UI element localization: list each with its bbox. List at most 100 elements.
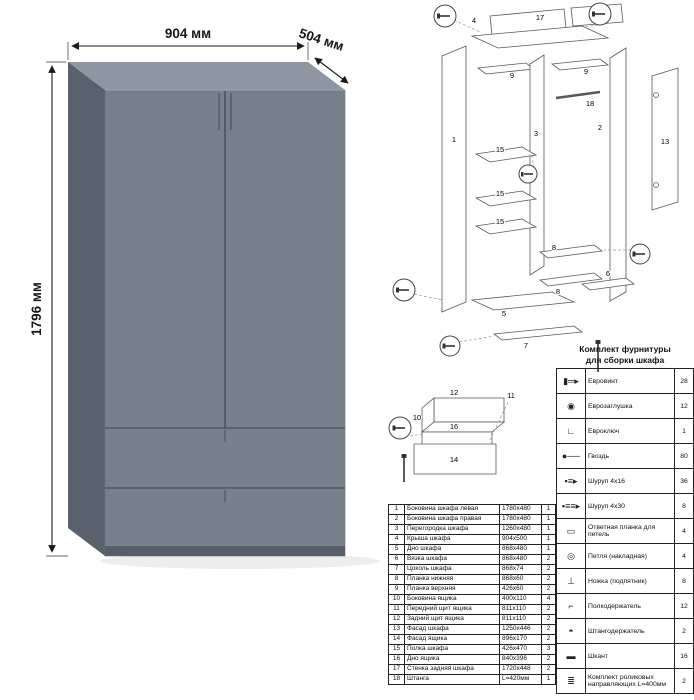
- part-name: Цоколь шкафа: [404, 564, 500, 575]
- part-name: Планка верхняя: [404, 584, 500, 595]
- hardware-row: ◉ Еврозаглушка 12: [556, 393, 694, 420]
- part-name: Боковина ящика: [404, 594, 500, 605]
- side-panel-right: [609, 47, 627, 302]
- drawer-back-panel: [433, 397, 505, 423]
- part-label: 15: [496, 145, 504, 154]
- part-name: Крыша шкафа: [404, 534, 500, 545]
- part-size: 868x480: [499, 554, 542, 565]
- hardware-row: ≣ Комплект роликовых направляющих L=400м…: [556, 668, 694, 695]
- hardware-item-icon: ▬: [556, 643, 586, 670]
- hardware-item-qty: 1: [674, 418, 694, 445]
- part-size: 904x500: [499, 534, 542, 545]
- wardrobe-3d-view: 904 мм 504 мм 1796 мм: [29, 25, 380, 569]
- hardware-row: ▪≡≡▸ Шуруп 4x30 8: [556, 493, 694, 520]
- hardware-row: ▬ Шкант 16: [556, 643, 694, 670]
- parts-row: 17 Стенка задняя шкафа 1720x448 2: [388, 664, 556, 675]
- hardware-item-name: Ножка (подпятник): [585, 568, 675, 595]
- side-panel-left: [441, 45, 467, 313]
- hardware-item-qty: 16: [674, 643, 694, 670]
- top-panel: [470, 25, 610, 49]
- part-qty: 2: [541, 634, 556, 645]
- hardware-item-name: Петля (накладная): [585, 543, 675, 570]
- part-name: Дно шкафа: [404, 544, 500, 555]
- part-qty: 2: [541, 604, 556, 615]
- parts-row: 16 Дно ящика 840x396 2: [388, 654, 556, 665]
- part-number: 2: [388, 514, 405, 525]
- part-name: Задний щит ящика: [404, 614, 500, 625]
- part-label: 8: [552, 243, 556, 252]
- drawer-rail-top: [538, 244, 604, 259]
- hardware-item-icon: ▭: [556, 518, 586, 545]
- part-label: 8: [556, 287, 560, 296]
- hardware-item-qty: 28: [674, 368, 694, 395]
- shelf-3: [474, 218, 538, 235]
- parts-row: 3 Перегородка шкафа 1260x480 1: [388, 524, 556, 535]
- hardware-item-qty: 8: [674, 493, 694, 520]
- part-size: 1250x446: [499, 624, 542, 635]
- part-name: Перегородка шкафа: [404, 524, 500, 535]
- part-qty: 4: [541, 594, 556, 605]
- part-qty: 1: [541, 674, 556, 685]
- shelf-1: [474, 146, 538, 163]
- detail-magnifier-top-right: [583, 2, 612, 28]
- part-name: Боковина шкафа левая: [404, 504, 500, 515]
- hinge-cup-top: [653, 92, 659, 98]
- hardware-kit-section: Комплект фурнитуры для сборки шкафа ▮═▸ …: [556, 344, 694, 695]
- drawer-bottom-panel: [420, 421, 506, 433]
- part-size: 1780x480: [499, 514, 542, 525]
- hardware-item-icon: ●──: [556, 443, 586, 470]
- part-qty: 2: [541, 584, 556, 595]
- hardware-item-qty: 12: [674, 593, 694, 620]
- part-label: 6: [606, 269, 610, 278]
- hardware-item-name: Шуруп 4x16: [585, 468, 675, 495]
- part-number: 18: [388, 674, 405, 685]
- part-label: 17: [536, 13, 544, 22]
- center-divider: [529, 54, 545, 276]
- parts-table-body: 1 Боковина шкафа левая 1780x480 1 2 Боко…: [388, 504, 556, 685]
- part-size: 868x74: [499, 564, 542, 575]
- part-number: 9: [388, 584, 405, 595]
- hardware-item-icon: ▮═▸: [556, 368, 586, 395]
- part-size: 868x480: [499, 544, 542, 555]
- part-name: Полка шкафа: [404, 644, 500, 655]
- part-number: 11: [388, 604, 405, 615]
- hardware-item-name: Полкодержатель: [585, 593, 675, 620]
- parts-row: 5 Дно шкафа 868x480 1: [388, 544, 556, 555]
- hardware-item-qty: 4: [674, 518, 694, 545]
- part-qty: 3: [541, 644, 556, 655]
- part-qty: 2: [541, 664, 556, 675]
- part-label: 2: [598, 123, 602, 132]
- part-name: Дно ящика: [404, 654, 500, 665]
- drawer-screw-detail: [401, 454, 407, 482]
- hardware-item-name: Шкант: [585, 643, 675, 670]
- hardware-item-name: Шуруп 4x30: [585, 493, 675, 520]
- part-size: 896x170: [499, 634, 542, 645]
- parts-row: 4 Крыша шкафа 904x500 1: [388, 534, 556, 545]
- parts-row: 6 Вязка шкафа 868x480 2: [388, 554, 556, 565]
- hardware-item-icon: ◎: [556, 543, 586, 570]
- part-number: 14: [388, 634, 405, 645]
- part-qty: 1: [541, 544, 556, 555]
- part-label: 12: [450, 388, 458, 397]
- hardware-item-qty: 36: [674, 468, 694, 495]
- detail-magnifier-bottom: [439, 335, 495, 357]
- part-qty: 1: [541, 524, 556, 535]
- part-size: 400x110: [499, 594, 542, 605]
- hardware-row: ▭ Ответная планка для петель 4: [556, 518, 694, 545]
- parts-table: 1 Боковина шкафа левая 1780x480 1 2 Боко…: [388, 504, 556, 685]
- wardrobe-top-face: [68, 62, 345, 90]
- hardware-kit-title-line1: Комплект фурнитуры: [579, 344, 671, 354]
- hardware-row: ▮═▸ Евровинт 28: [556, 368, 694, 395]
- hardware-item-name: Гвоздь: [585, 443, 675, 470]
- part-size: 868x60: [499, 574, 542, 585]
- part-number: 7: [388, 564, 405, 575]
- hardware-row: ⌐ Полкодержатель 12: [556, 593, 694, 620]
- part-qty: 2: [541, 574, 556, 585]
- part-qty: 2: [541, 614, 556, 625]
- part-label: 14: [450, 455, 458, 464]
- depth-arrow: [314, 57, 349, 84]
- part-number: 4: [388, 534, 405, 545]
- parts-row: 1 Боковина шкафа левая 1780x480 1: [388, 504, 556, 515]
- part-number: 17: [388, 664, 405, 675]
